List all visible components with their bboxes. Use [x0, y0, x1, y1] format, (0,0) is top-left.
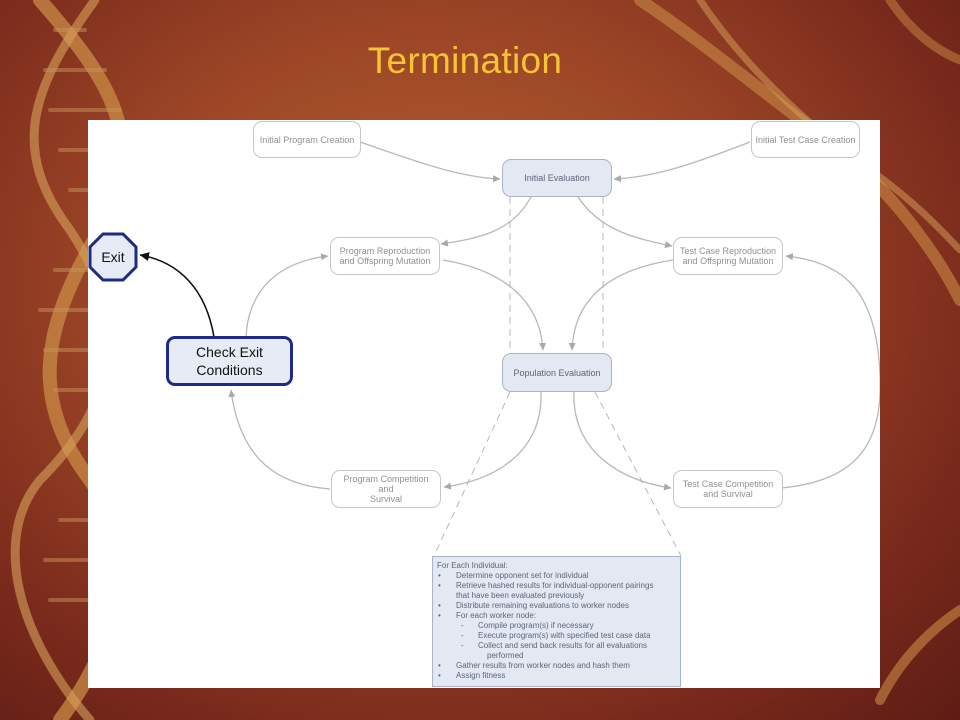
step-collect-continued: performed — [487, 651, 524, 660]
node-testcase-reproduction-line1: Test Case Reproduction — [679, 246, 777, 256]
step-gather: Gather results from worker nodes and has… — [437, 661, 676, 671]
arrow-evaluation-to-program-reproduction — [440, 196, 532, 247]
node-initial-program-creation: Initial Program Creation — [253, 121, 361, 158]
step-collect: Collect and send back results for all ev… — [437, 641, 676, 651]
step-retrieve: Retrieve hashed results for individual-o… — [437, 581, 676, 591]
arrow-testcase-reproduction-to-population — [568, 259, 674, 351]
evaluation-details-box: For Each Individual: Determine opponent … — [432, 556, 681, 687]
node-program-competition-line1: Program Competition and — [343, 474, 429, 494]
node-testcase-reproduction: Test Case Reproduction and Offspring Mut… — [673, 237, 783, 275]
step-compile: Compile program(s) if necessary — [437, 621, 676, 631]
node-program-competition: Program Competition and Survival — [331, 470, 441, 508]
node-initial-testcase-creation: Initial Test Case Creation — [751, 121, 860, 158]
step-opponent-set: Determine opponent set for individual — [437, 571, 676, 581]
check-exit-line1: Check Exit — [196, 344, 263, 360]
arrow-population-to-program-competition — [443, 391, 542, 490]
slide-title: Termination — [367, 40, 563, 81]
arrow-check-to-program-reproduction — [245, 253, 329, 339]
node-testcase-competition-line1: Test Case Competition — [682, 479, 774, 489]
arrow-evaluation-to-testcase-reproduction — [577, 196, 673, 249]
arrow-check-to-exit — [139, 252, 215, 338]
node-testcase-competition: Test Case Competition and Survival — [673, 470, 783, 508]
flow-diagram-panel: Initial Program Creation Initial Test Ca… — [88, 120, 880, 688]
node-exit: Exit — [88, 232, 138, 282]
arrow-testcase-creation-to-evaluation — [613, 141, 751, 183]
exit-label: Exit — [101, 249, 125, 265]
step-execute: Execute program(s) with specified test c… — [437, 631, 676, 641]
node-program-reproduction-line1: Program Reproduction — [339, 246, 431, 256]
arrow-program-creation-to-evaluation — [359, 141, 501, 183]
node-initial-evaluation: Initial Evaluation — [502, 159, 612, 197]
node-program-competition-line2: Survival — [369, 494, 402, 504]
node-check-exit-conditions: Check Exit Conditions — [166, 336, 293, 386]
exit-octagon-icon — [88, 232, 138, 282]
node-testcase-reproduction-line2: and Offspring Mutation — [682, 256, 774, 266]
arrow-testcase-competition-to-reproduction — [780, 253, 880, 489]
arrow-program-competition-to-check — [228, 389, 331, 490]
check-exit-line2: Conditions — [196, 362, 263, 378]
arrow-population-to-testcase-competition — [573, 391, 672, 491]
node-program-reproduction: Program Reproduction and Offspring Mutat… — [330, 237, 440, 275]
step-worker: For each worker node: — [437, 611, 676, 621]
arrow-program-reproduction-to-population — [442, 259, 547, 351]
node-testcase-competition-line2: and Survival — [703, 489, 753, 499]
diagram-connectors — [139, 141, 880, 557]
step-distribute: Distribute remaining evaluations to work… — [437, 601, 676, 611]
node-population-evaluation: Population Evaluation — [502, 353, 612, 392]
node-program-reproduction-line2: and Offspring Mutation — [339, 256, 431, 266]
step-retrieve-continued: that have been evaluated previously — [456, 591, 585, 600]
details-heading: For Each Individual: — [437, 561, 508, 570]
step-assign: Assign fitness — [437, 671, 676, 681]
